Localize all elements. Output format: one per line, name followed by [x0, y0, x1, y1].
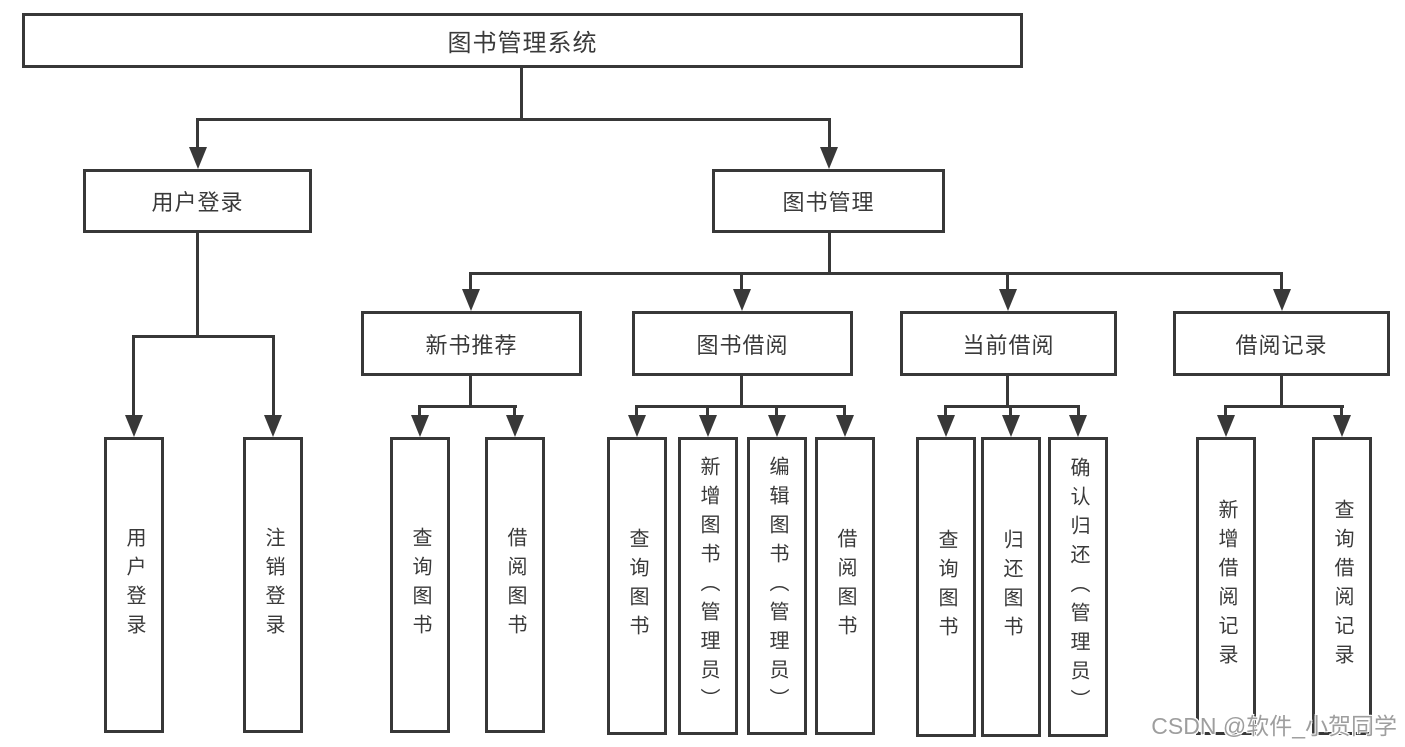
node-label: 查询图书 [409, 527, 431, 643]
connector-vline [706, 405, 709, 419]
arrow-down-icon [628, 415, 646, 437]
connector-vline [843, 405, 846, 419]
node-return-books: 归还图书 [981, 437, 1041, 737]
node-label: 用户登录 [123, 527, 145, 643]
node-borrow-books: 借阅图书 [815, 437, 875, 735]
connector-stub [740, 374, 743, 407]
arrow-down-icon [768, 415, 786, 437]
node-new-book-recommendation: 新书推荐 [361, 311, 582, 376]
connector-vline [196, 118, 199, 152]
node-label: 新增图书（管理员） [697, 455, 719, 717]
node-label: 新增借阅记录 [1215, 499, 1237, 673]
connector-level3-hline [469, 272, 1283, 275]
connector-vline [272, 335, 275, 420]
connector-vline [1280, 272, 1283, 292]
node-library-management-system: 图书管理系统 [22, 13, 1023, 68]
csdn-watermark: CSDN @软件_小贺同学 [1151, 713, 1397, 739]
connector-vline [635, 405, 638, 419]
node-label: 图书借阅 [696, 332, 789, 358]
node-current-borrowing: 当前借阅 [900, 311, 1117, 376]
connector-vline [1340, 405, 1343, 419]
connector-stub [1280, 374, 1283, 407]
connector-hline [944, 405, 1080, 408]
connector-user-login-stub [196, 231, 199, 335]
connector-vline [418, 405, 421, 419]
arrow-down-icon [999, 289, 1017, 311]
node-label: 图书管理系统 [447, 30, 598, 57]
node-label: 归还图书 [1000, 529, 1022, 645]
node-logout: 注销登录 [243, 437, 303, 733]
arrow-down-icon [411, 415, 429, 437]
node-rec-query-books: 查询图书 [390, 437, 450, 733]
connector-vline [775, 405, 778, 419]
connector-vline [469, 272, 472, 292]
arrow-down-icon [1273, 289, 1291, 311]
node-user-login-leaf: 用户登录 [104, 437, 164, 733]
connector-vline [1006, 272, 1009, 292]
arrow-down-icon [125, 415, 143, 437]
node-user-login: 用户登录 [83, 169, 312, 233]
arrow-down-icon [699, 415, 717, 437]
arrow-down-icon [1069, 415, 1087, 437]
node-label: 查询图书 [935, 529, 957, 645]
arrow-down-icon [1002, 415, 1020, 437]
node-label: 新书推荐 [425, 332, 518, 358]
node-borrow-query-books: 查询图书 [607, 437, 667, 735]
node-label: 编辑图书（管理员） [766, 455, 788, 717]
connector-vline [740, 272, 743, 292]
node-query-borrow-record: 查询借阅记录 [1312, 437, 1372, 735]
node-add-borrow-record: 新增借阅记录 [1196, 437, 1256, 735]
connector-level2-hline [196, 118, 831, 121]
node-label: 用户登录 [151, 190, 244, 215]
connector-hline [1224, 405, 1344, 408]
node-book-borrowing: 图书借阅 [632, 311, 853, 376]
node-rec-borrow-books: 借阅图书 [485, 437, 545, 733]
connector-vline [1009, 405, 1012, 419]
connector-root-stub [520, 68, 523, 118]
connector-hline [635, 405, 846, 408]
connector-user-login-hline [132, 335, 275, 338]
node-label: 当前借阅 [962, 332, 1055, 358]
arrow-down-icon [462, 289, 480, 311]
arrow-down-icon [836, 415, 854, 437]
node-label: 借阅图书 [504, 527, 526, 643]
arrow-down-icon [937, 415, 955, 437]
node-book-management: 图书管理 [712, 169, 945, 233]
node-label: 查询借阅记录 [1331, 499, 1353, 673]
connector-vline [513, 405, 516, 419]
arrow-down-icon [264, 415, 282, 437]
node-label: 图书管理 [782, 190, 875, 215]
connector-vline [1077, 405, 1080, 419]
arrow-down-icon [506, 415, 524, 437]
connector-vline [828, 118, 831, 152]
node-confirm-return-admin: 确认归还（管理员） [1048, 437, 1108, 737]
connector-vline [944, 405, 947, 419]
arrow-down-icon [1217, 415, 1235, 437]
node-label: 注销登录 [262, 527, 284, 643]
arrow-down-icon [733, 289, 751, 311]
node-edit-books-admin: 编辑图书（管理员） [747, 437, 807, 735]
node-borrowing-records: 借阅记录 [1173, 311, 1390, 376]
arrow-down-icon [1333, 415, 1351, 437]
connector-stub [1006, 374, 1009, 407]
node-add-books-admin: 新增图书（管理员） [678, 437, 738, 735]
node-current-query-books: 查询图书 [916, 437, 976, 737]
connector-vline [1224, 405, 1227, 419]
node-label: 确认归还（管理员） [1067, 456, 1089, 718]
node-label: 借阅图书 [834, 528, 856, 644]
node-label: 借阅记录 [1235, 332, 1328, 358]
connector-hline [418, 405, 517, 408]
connector-vline [132, 335, 135, 420]
arrow-down-icon [820, 147, 838, 169]
node-label: 查询图书 [626, 528, 648, 644]
connector-book-mgmt-stub [828, 231, 831, 273]
arrow-down-icon [189, 147, 207, 169]
connector-stub [469, 374, 472, 407]
